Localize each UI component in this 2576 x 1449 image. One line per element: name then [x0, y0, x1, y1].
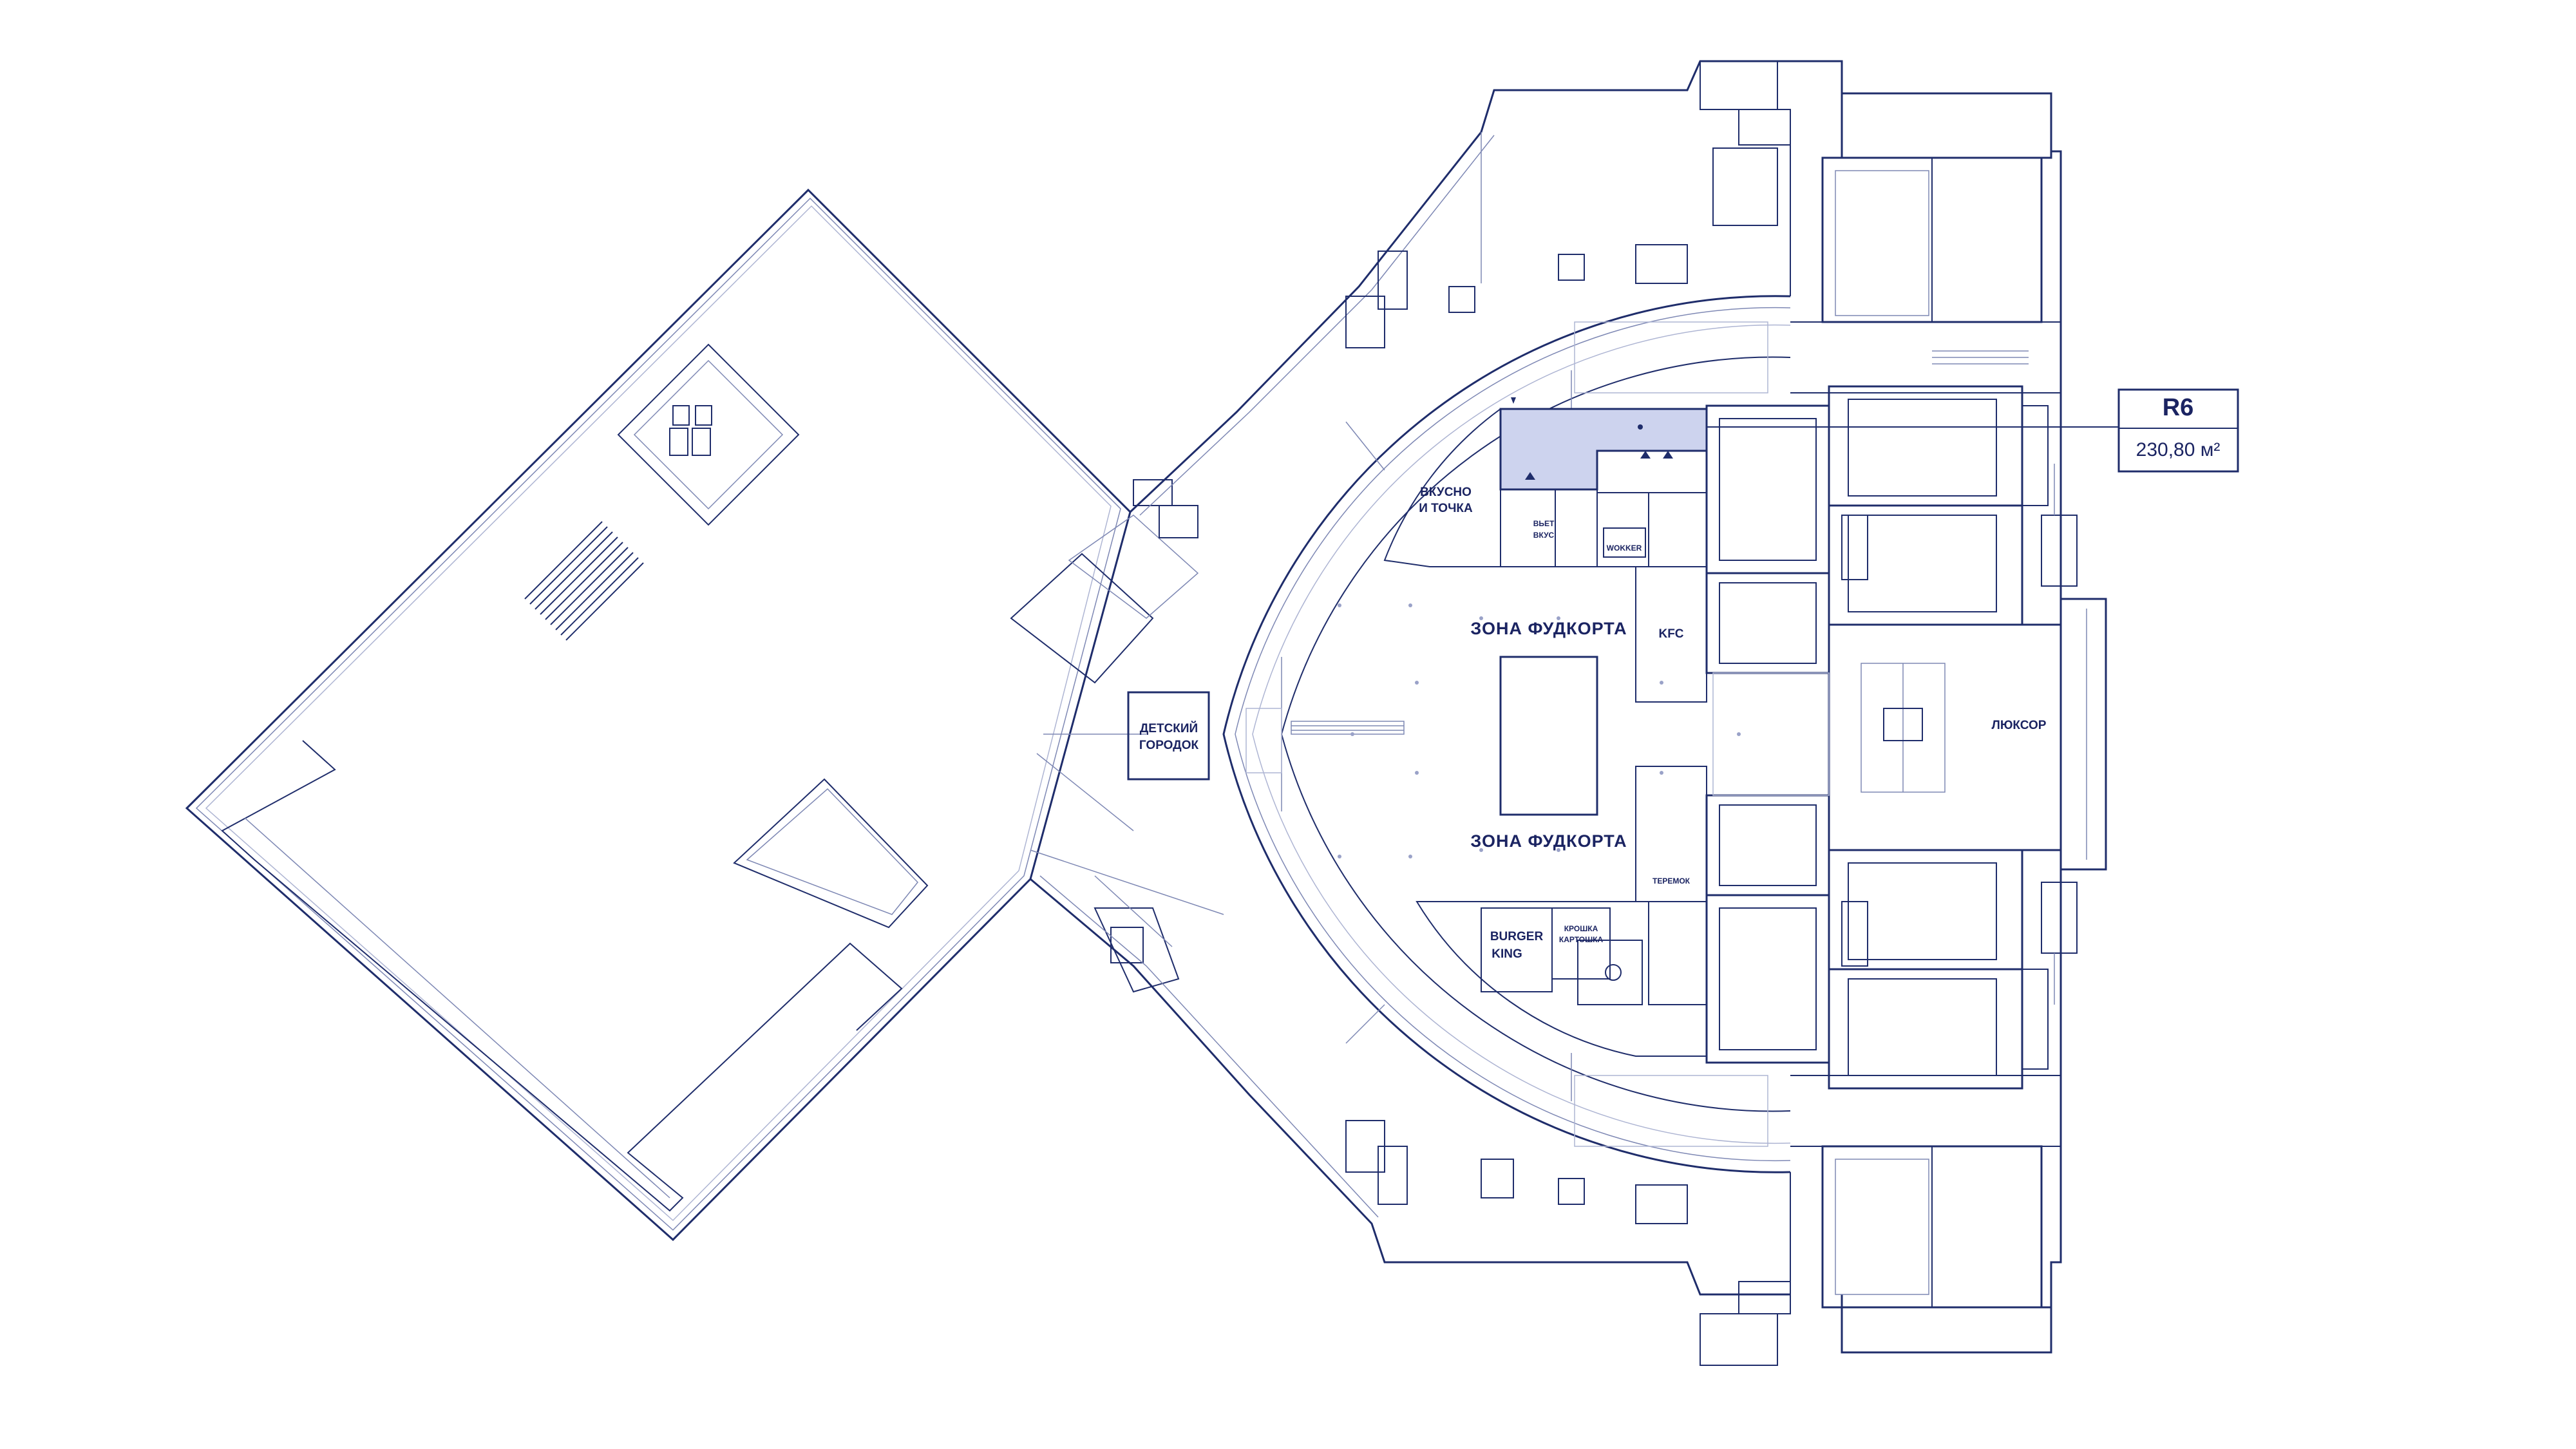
connector — [1010, 479, 1224, 993]
tenant-label-burger-king: BURGER — [1490, 930, 1544, 943]
columns — [1338, 603, 1741, 858]
tenant-label-wokker: WOKKER — [1607, 544, 1642, 553]
entrance-arrow-icon — [1640, 451, 1651, 459]
tenant-label-burger-king: KING — [1492, 947, 1522, 961]
callout-unit-id: R6 — [2163, 394, 2194, 421]
tenant-label-vyet: ВКУС — [1533, 531, 1555, 540]
kiosks — [1127, 408, 1707, 1057]
tenant-label-vkusno: И ТОЧКА — [1419, 502, 1473, 515]
stair-hatch — [524, 521, 644, 641]
tenant-label-kroshka: КАРТОШКА — [1559, 935, 1604, 944]
west-block — [185, 188, 1132, 1242]
tenant-label-kfc: KFC — [1658, 627, 1683, 641]
unit-callout[interactable]: R6 230,80 м² — [2117, 388, 2239, 473]
south-block — [1345, 1120, 2052, 1366]
tenant-label-luxor: ЛЮКСОР — [1992, 719, 2047, 732]
tenant-label-detsky: ДЕТСКИЙ — [1140, 721, 1198, 735]
zone-label-foodcourt-south: ЗОНА ФУДКОРТА — [1470, 831, 1627, 851]
entrance-arrow-icon — [1511, 397, 1516, 404]
tenant-label-kroshka: КРОШКА — [1564, 924, 1598, 933]
east-units — [1705, 385, 2107, 1090]
tenant-label-vkusno: ВКУСНО — [1420, 486, 1472, 499]
zone-label-foodcourt-north: ЗОНА ФУДКОРТА — [1470, 619, 1627, 638]
unit-r6-marker — [1638, 424, 1643, 430]
tenant-label-detsky: ГОРОДОК — [1139, 739, 1199, 752]
north-block — [1345, 61, 2052, 365]
entrance-arrow-icon — [1663, 451, 1673, 459]
callout-unit-area: 230,80 м² — [2136, 439, 2221, 460]
unit-r6[interactable] — [1499, 408, 1708, 491]
tenant-label-teremok: ТЕРЕМОК — [1653, 876, 1690, 886]
entrance-arrow-icon — [1525, 472, 1535, 480]
tenant-label-vyet: ВЬЕТ — [1533, 519, 1555, 528]
